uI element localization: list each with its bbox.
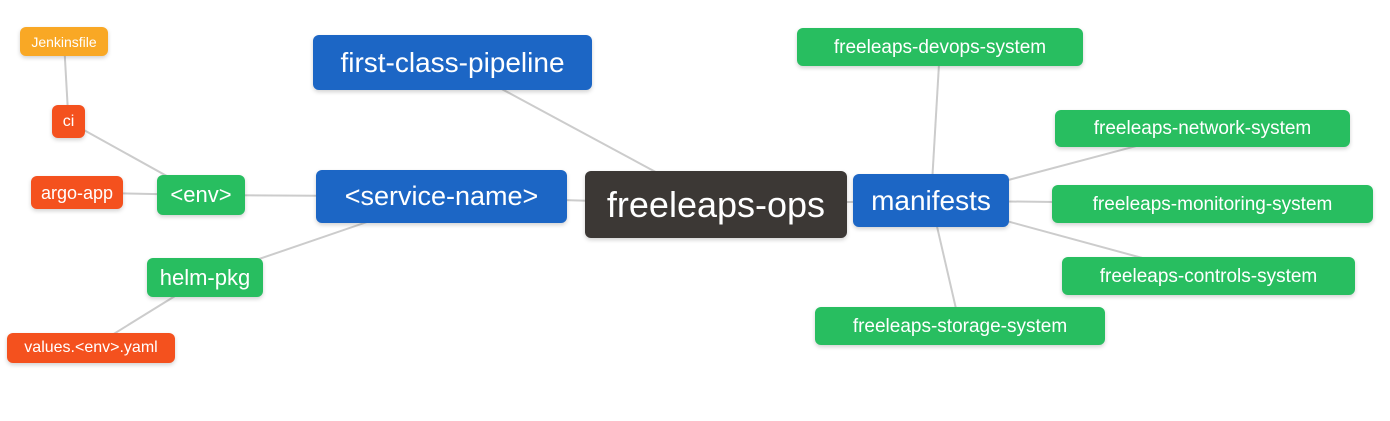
node-label: helm-pkg xyxy=(159,264,251,290)
node-label: ci xyxy=(62,112,75,130)
node-label: freeleaps-controls-system xyxy=(1099,265,1318,287)
node-label: manifests xyxy=(871,184,991,216)
node-freeleaps-monitoring-system[interactable]: freeleaps-monitoring-system xyxy=(1052,185,1373,223)
node-label: Jenkinsfile xyxy=(31,33,97,50)
node-freeleaps-devops-system[interactable]: freeleaps-devops-system xyxy=(797,28,1083,66)
node-label: <service-name> xyxy=(344,181,539,211)
node-label: argo-app xyxy=(40,182,114,203)
node-helm-pkg[interactable]: helm-pkg xyxy=(147,258,263,297)
node-freeleaps-storage-system[interactable]: freeleaps-storage-system xyxy=(815,307,1105,345)
node-first-class-pipeline[interactable]: first-class-pipeline xyxy=(313,35,592,90)
node-label: freeleaps-ops xyxy=(606,183,826,225)
node-jenkinsfile[interactable]: Jenkinsfile xyxy=(20,27,108,56)
node-label: freeleaps-devops-system xyxy=(833,36,1047,58)
node-label: freeleaps-network-system xyxy=(1093,118,1312,139)
node-values-env-yaml[interactable]: values.<env>.yaml xyxy=(7,333,175,363)
node-env[interactable]: <env> xyxy=(157,175,245,215)
node-label: <env> xyxy=(170,182,232,207)
node-service-name[interactable]: <service-name> xyxy=(316,170,567,223)
node-freeleaps-ops[interactable]: freeleaps-ops xyxy=(585,171,847,238)
node-argo-app[interactable]: argo-app xyxy=(31,176,123,209)
node-ci[interactable]: ci xyxy=(52,105,85,138)
node-manifests[interactable]: manifests xyxy=(853,174,1009,227)
node-label: first-class-pipeline xyxy=(340,46,565,78)
node-label: values.<env>.yaml xyxy=(24,339,158,356)
node-freeleaps-network-system[interactable]: freeleaps-network-system xyxy=(1055,110,1350,147)
node-label: freeleaps-monitoring-system xyxy=(1092,193,1333,215)
node-label: freeleaps-storage-system xyxy=(852,315,1068,337)
node-freeleaps-controls-system[interactable]: freeleaps-controls-system xyxy=(1062,257,1355,295)
